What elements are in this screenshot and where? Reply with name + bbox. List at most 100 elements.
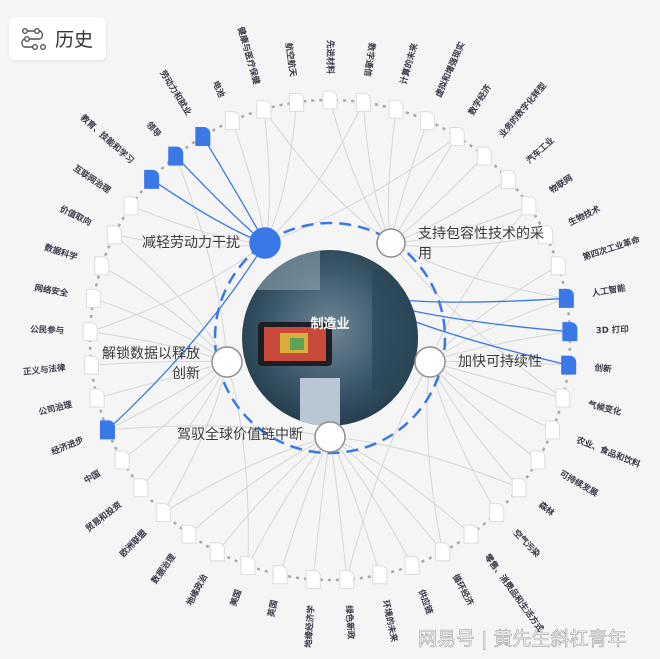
connection-line xyxy=(346,361,431,580)
outer-node[interactable]: 贸易和投资 xyxy=(84,478,149,535)
outer-node[interactable]: 经济进步 xyxy=(50,420,115,458)
outer-node[interactable]: 欧洲联盟 xyxy=(118,503,171,560)
hub-circle xyxy=(314,421,346,453)
connection-line xyxy=(329,436,472,535)
outer-node[interactable]: 公民参与 xyxy=(30,322,98,342)
outer-node-label: 零售、消费品和生活方式 xyxy=(481,551,546,634)
outer-node-label: 数字通信 xyxy=(362,42,378,78)
document-node-icon xyxy=(89,388,105,408)
outer-node[interactable]: 数字通信 xyxy=(355,42,378,112)
outer-node-label: 数据科学 xyxy=(43,242,79,263)
connection-line xyxy=(312,436,331,580)
outer-node-label: 经济进步 xyxy=(50,434,86,457)
outer-node-label: 中国 xyxy=(82,468,102,486)
connection-line xyxy=(279,436,331,575)
history-button[interactable]: 历史 xyxy=(9,17,106,60)
connection-line xyxy=(226,361,249,566)
outer-node[interactable]: 创新 xyxy=(561,355,613,375)
document-node-icon xyxy=(224,111,240,131)
outer-node[interactable]: 地缘经济学 xyxy=(303,569,321,648)
outer-node-label: 汽车工业 xyxy=(524,135,557,166)
outer-node[interactable]: 航空航天 xyxy=(283,42,305,112)
outer-node[interactable]: 电池 xyxy=(210,79,240,131)
outer-node[interactable]: 农业、食品和饮料 xyxy=(545,420,643,471)
outer-node-label: 虚拟和增强现实 xyxy=(433,40,467,99)
document-node-icon xyxy=(372,565,388,585)
outer-node[interactable]: 绿色新政 xyxy=(339,569,357,640)
outer-node[interactable]: 森林 xyxy=(511,478,557,519)
outer-node[interactable]: 物联网 xyxy=(521,172,575,216)
outer-node[interactable]: 零售、消费品和生活方式 xyxy=(463,524,546,634)
outer-node[interactable]: 领导 xyxy=(143,119,184,166)
outer-node-label: 价值取向 xyxy=(58,204,93,229)
document-node-icon xyxy=(555,388,571,408)
hub-circle xyxy=(376,228,406,258)
hub-node-labor[interactable]: 减轻劳动力干扰 xyxy=(142,227,281,259)
outer-node[interactable]: 数据治理 xyxy=(149,524,197,586)
outer-node[interactable]: 供应链 xyxy=(404,556,435,617)
outer-node[interactable]: 互联网治理 xyxy=(71,163,139,216)
outer-node[interactable]: 生物技术 xyxy=(538,203,603,245)
outer-node-label: 英国 xyxy=(266,599,281,619)
connection-line xyxy=(163,436,331,514)
outer-node[interactable]: 循环经济 xyxy=(435,542,476,608)
connection-line xyxy=(264,102,298,244)
outer-node[interactable]: 中国 xyxy=(82,450,130,486)
outer-node-label: 航空航天 xyxy=(283,42,299,78)
connection-line xyxy=(429,265,559,363)
hub-node-value_chain[interactable]: 驾驭全球价值链中断 xyxy=(177,421,346,453)
document-node-icon xyxy=(435,542,451,562)
outer-node-label: 业务的数字化转型 xyxy=(497,80,549,140)
document-node-icon xyxy=(106,225,122,245)
outer-node[interactable]: 先进材料 xyxy=(322,40,338,110)
document-node-icon xyxy=(355,92,371,112)
outer-node[interactable]: 计算的未来 xyxy=(388,41,420,119)
outer-node[interactable]: 汽车工业 xyxy=(500,135,557,189)
outer-node-label: 计算的未来 xyxy=(398,41,420,85)
outer-node[interactable]: 正义与法律 xyxy=(23,355,99,378)
hub-node-sustain[interactable]: 加快可持续性 xyxy=(414,346,542,378)
document-node-icon xyxy=(86,288,102,308)
highlighted-connection-line xyxy=(399,297,567,303)
connection-line xyxy=(390,242,564,399)
document-node-icon xyxy=(562,322,578,342)
outer-node[interactable]: 网络安全 xyxy=(34,282,102,308)
outer-node[interactable]: 数据科学 xyxy=(43,242,110,276)
connection-line xyxy=(175,155,228,363)
outer-node-label: 数字经济 xyxy=(466,82,494,117)
outer-node[interactable]: 空气污染 xyxy=(489,503,543,560)
outer-node[interactable]: 美国 xyxy=(228,556,256,608)
outer-node[interactable]: 气候变化 xyxy=(555,388,623,418)
outer-node[interactable]: 价值取向 xyxy=(58,204,122,245)
outer-node[interactable]: 地缘政治 xyxy=(184,542,225,608)
document-node-icon xyxy=(144,169,160,189)
outer-node[interactable]: 数字经济 xyxy=(449,82,494,146)
hub-label: 减轻劳动力干扰 xyxy=(142,235,240,251)
connection-line xyxy=(264,102,364,244)
outer-node[interactable]: 虚拟和增强现实 xyxy=(420,40,468,131)
hub-label: 支持包容性技术的采 xyxy=(418,225,544,242)
document-node-icon xyxy=(500,169,516,189)
outer-node[interactable]: 公司治理 xyxy=(38,388,105,418)
connection-line xyxy=(429,361,498,513)
hub-dashed-ring xyxy=(213,221,447,455)
connection-line xyxy=(264,136,458,244)
connection-line xyxy=(96,361,228,399)
outer-node[interactable]: 环境的未来 xyxy=(372,565,400,644)
outer-node[interactable]: 3D 打印 xyxy=(562,322,629,342)
outer-node[interactable]: 健康与医疗保健 xyxy=(235,26,272,119)
outer-node[interactable]: 人工智能 xyxy=(558,282,627,308)
center-photo[interactable]: 制造业 xyxy=(242,250,422,438)
outer-node[interactable]: 第四次工业革命 xyxy=(550,234,642,276)
document-node-icon xyxy=(240,556,256,576)
outer-node-label: 电池 xyxy=(210,79,227,99)
outer-node-label: 数据治理 xyxy=(149,552,178,586)
outer-node[interactable]: 可持续发展 xyxy=(530,450,601,499)
outer-node[interactable]: 劳动力和就业 xyxy=(157,68,211,146)
document-node-icon xyxy=(404,556,420,576)
outer-node-label: 可持续发展 xyxy=(558,468,601,499)
outer-node[interactable]: 英国 xyxy=(266,565,288,619)
